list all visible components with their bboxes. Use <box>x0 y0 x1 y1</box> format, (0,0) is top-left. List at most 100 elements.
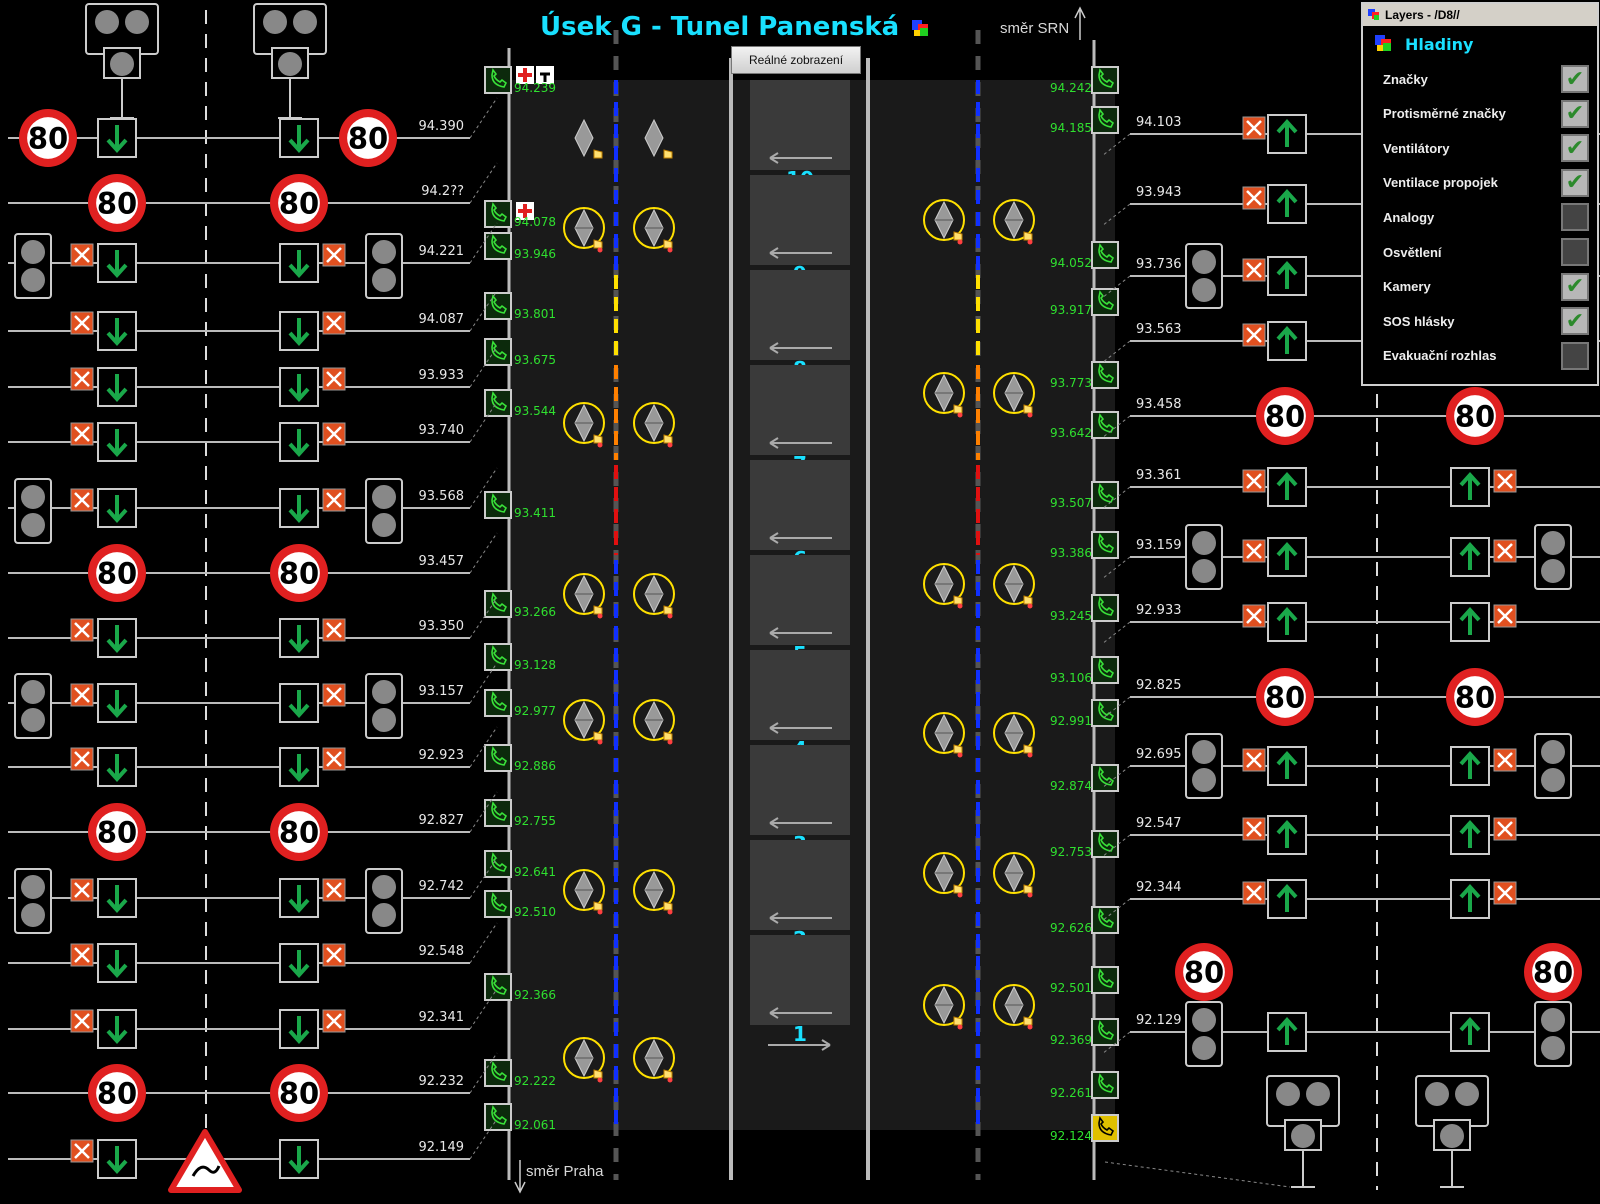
sos-station[interactable] <box>484 491 512 519</box>
sos-station[interactable] <box>484 292 512 320</box>
sos-station[interactable] <box>1091 531 1119 559</box>
ventilator-fan[interactable] <box>563 1037 605 1083</box>
lane-arrow-sign[interactable] <box>1267 184 1307 224</box>
sos-station[interactable] <box>1091 830 1119 858</box>
sos-station[interactable] <box>484 590 512 618</box>
cross-passage[interactable]: 5 <box>750 555 850 671</box>
ventilator-fan[interactable] <box>993 984 1035 1030</box>
lane-arrow-sign[interactable] <box>1267 467 1307 507</box>
lane-closed-sign[interactable] <box>1242 469 1266 493</box>
lane-arrow-sign[interactable] <box>97 618 137 658</box>
lane-arrow-sign[interactable] <box>97 683 137 723</box>
speed-limit-sign[interactable]: 80 <box>88 544 146 602</box>
sos-station[interactable] <box>484 389 512 417</box>
speed-limit-sign[interactable]: 80 <box>270 803 328 861</box>
speed-limit-sign[interactable]: 80 <box>88 174 146 232</box>
speed-limit-sign[interactable]: 80 <box>339 109 397 167</box>
warning-slippery-road-sign[interactable] <box>168 1129 242 1193</box>
speed-limit-sign[interactable]: 80 <box>270 544 328 602</box>
sos-station[interactable] <box>1091 966 1119 994</box>
lane-arrow-sign[interactable] <box>1450 879 1490 919</box>
traffic-light[interactable] <box>365 233 403 299</box>
lane-arrow-sign[interactable] <box>1267 321 1307 361</box>
traffic-light[interactable] <box>365 478 403 544</box>
lane-closed-sign[interactable] <box>70 943 94 967</box>
layers-titlebar[interactable]: Layers - /D8// <box>1363 4 1597 26</box>
ventilator-fan[interactable] <box>923 372 965 418</box>
ventilator-fan[interactable] <box>633 869 675 915</box>
lane-arrow-sign[interactable] <box>279 311 319 351</box>
sos-station[interactable] <box>1091 66 1119 94</box>
lane-closed-sign[interactable] <box>322 422 346 446</box>
lane-arrow-sign[interactable] <box>97 118 137 158</box>
sos-station[interactable] <box>484 689 512 717</box>
real-view-button[interactable]: Reálné zobrazení <box>731 46 861 74</box>
lane-closed-sign[interactable] <box>70 367 94 391</box>
lane-closed-sign[interactable] <box>1242 186 1266 210</box>
lane-closed-sign[interactable] <box>1242 258 1266 282</box>
lane-arrow-sign[interactable] <box>279 747 319 787</box>
sos-station[interactable] <box>484 232 512 260</box>
lane-closed-sign[interactable] <box>322 943 346 967</box>
layer-checkbox[interactable]: ✔ <box>1561 65 1589 93</box>
lane-closed-sign[interactable] <box>70 618 94 642</box>
lane-closed-sign[interactable] <box>70 683 94 707</box>
layer-checkbox[interactable] <box>1561 238 1589 266</box>
lane-arrow-sign[interactable] <box>1450 1012 1490 1052</box>
portal-signal[interactable] <box>85 3 159 79</box>
lane-arrow-sign[interactable] <box>1450 602 1490 642</box>
sos-station[interactable] <box>484 643 512 671</box>
ventilator-fan[interactable] <box>574 118 603 159</box>
layer-checkbox[interactable]: ✔ <box>1561 272 1589 301</box>
lane-arrow-sign[interactable] <box>1450 467 1490 507</box>
ventilator-fan[interactable] <box>993 852 1035 898</box>
ventilator-fan[interactable] <box>563 869 605 915</box>
lane-arrow-sign[interactable] <box>1267 1012 1307 1052</box>
lane-closed-sign[interactable] <box>70 1139 94 1163</box>
traffic-light[interactable] <box>365 673 403 739</box>
lane-closed-sign[interactable] <box>70 747 94 771</box>
ventilator-fan[interactable] <box>644 118 673 159</box>
lane-arrow-sign[interactable] <box>279 367 319 407</box>
layer-checkbox[interactable] <box>1561 203 1589 232</box>
sos-station[interactable] <box>1091 1114 1119 1142</box>
ventilator-fan[interactable] <box>923 984 965 1030</box>
cross-passage[interactable]: 1 <box>750 935 850 1051</box>
speed-limit-sign[interactable]: 80 <box>1256 387 1314 445</box>
speed-limit-sign[interactable]: 80 <box>270 174 328 232</box>
lane-closed-sign[interactable] <box>322 488 346 512</box>
lane-arrow-sign[interactable] <box>97 943 137 983</box>
speed-limit-sign[interactable]: 80 <box>1446 387 1504 445</box>
ventilator-fan[interactable] <box>633 573 675 619</box>
lane-arrow-sign[interactable] <box>97 1139 137 1179</box>
ventilator-fan[interactable] <box>923 712 965 758</box>
sos-station[interactable] <box>1091 1018 1119 1046</box>
sos-station[interactable] <box>484 338 512 366</box>
sos-station[interactable] <box>484 200 512 228</box>
lane-closed-sign[interactable] <box>70 1009 94 1033</box>
speed-limit-sign[interactable]: 80 <box>88 803 146 861</box>
traffic-light[interactable] <box>1185 243 1223 309</box>
lane-arrow-sign[interactable] <box>1267 815 1307 855</box>
lane-arrow-sign[interactable] <box>1267 602 1307 642</box>
speed-limit-sign[interactable]: 80 <box>1446 668 1504 726</box>
lane-arrow-sign[interactable] <box>1267 879 1307 919</box>
lane-closed-sign[interactable] <box>1242 604 1266 628</box>
lane-closed-sign[interactable] <box>322 618 346 642</box>
lane-closed-sign[interactable] <box>70 422 94 446</box>
lane-closed-sign[interactable] <box>322 243 346 267</box>
layer-checkbox[interactable]: ✔ <box>1561 134 1589 163</box>
sos-station[interactable] <box>1091 906 1119 934</box>
lane-closed-sign[interactable] <box>1493 748 1517 772</box>
lane-arrow-sign[interactable] <box>1450 815 1490 855</box>
ventilator-fan[interactable] <box>633 207 675 253</box>
lane-arrow-sign[interactable] <box>97 422 137 462</box>
ventilator-fan[interactable] <box>923 563 965 609</box>
lane-closed-sign[interactable] <box>1242 748 1266 772</box>
ventilator-fan[interactable] <box>633 402 675 448</box>
ventilator-fan[interactable] <box>563 573 605 619</box>
layer-checkbox[interactable]: ✔ <box>1561 168 1589 197</box>
lane-closed-sign[interactable] <box>70 311 94 335</box>
sos-station[interactable] <box>1091 656 1119 684</box>
ventilator-fan[interactable] <box>563 402 605 448</box>
